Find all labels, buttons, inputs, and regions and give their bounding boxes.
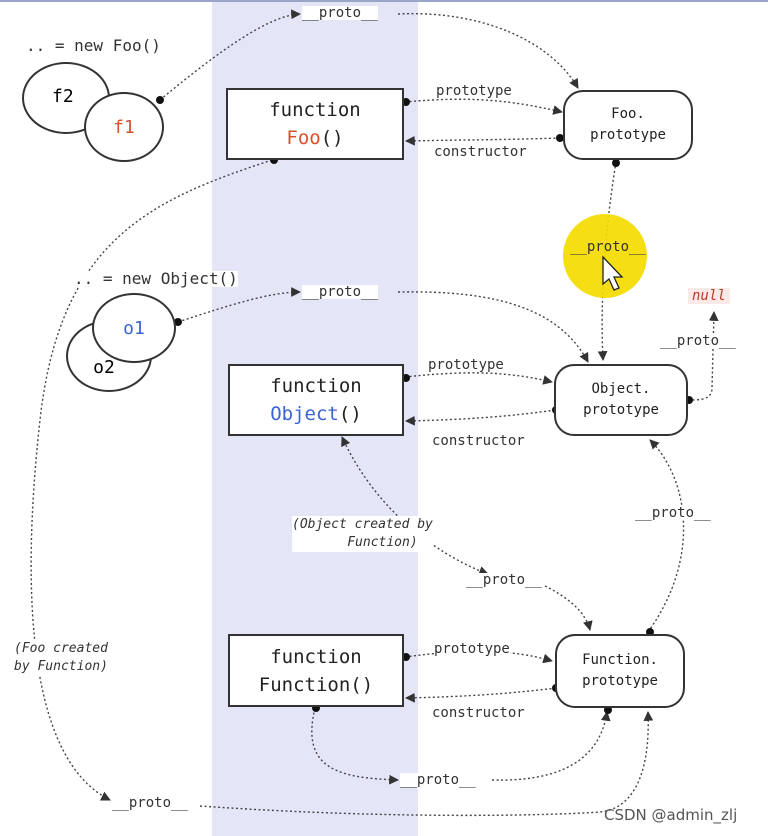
function-foo-box: function Foo()	[226, 88, 404, 160]
constructor-label: constructor	[434, 144, 527, 160]
function-keyword: function	[270, 375, 362, 397]
foo-prototype-proto-arrow	[597, 161, 617, 361]
prototype-line1: Foo.	[611, 106, 645, 122]
function-prototype-box: Function. prototype	[555, 634, 685, 708]
proto-label: __proto__	[400, 772, 476, 788]
function-keyword: function	[270, 645, 362, 668]
new-object-label: .. = new Object()	[74, 269, 238, 288]
dot	[402, 374, 410, 382]
function-proto-proto-arrow	[647, 439, 685, 633]
f1-proto-link-a	[159, 9, 301, 101]
foo-prototype-box: Foo. prototype	[563, 90, 693, 160]
function-constructor-arrow	[405, 687, 557, 703]
function-name: Object()	[270, 400, 362, 428]
object-proto-null-arrow	[687, 311, 719, 401]
dot	[612, 159, 620, 167]
object-created-link	[341, 436, 489, 576]
constructor-label: constructor	[432, 705, 525, 721]
note-line: (Object created by	[292, 517, 433, 532]
object-created-by-function-note: (Object created by Function)	[292, 516, 433, 552]
proto-label: __proto__	[635, 505, 711, 521]
constructor-label: constructor	[432, 433, 525, 449]
new-foo-label: .. = new Foo()	[26, 36, 161, 55]
cursor-highlight	[563, 214, 647, 298]
foo-created-link-b	[199, 711, 654, 817]
mouse-pointer-icon	[602, 255, 624, 291]
note-line: (Foo created	[14, 641, 108, 656]
dot	[402, 98, 410, 106]
dot	[604, 706, 612, 714]
function-self-link-a	[311, 707, 399, 785]
object-ident: Object	[270, 403, 339, 425]
object-created-proto-arrow	[544, 585, 593, 631]
dot	[556, 134, 564, 142]
object-constructor-arrow	[405, 409, 556, 426]
foo-parens: ()	[320, 127, 344, 149]
f1-label: f1	[113, 116, 135, 138]
prototype-label: prototype	[428, 357, 504, 373]
function-name: Function()	[258, 673, 374, 696]
dot	[156, 96, 164, 104]
o1-proto-link-a	[177, 287, 301, 323]
foo-created-link-a	[30, 159, 273, 801]
o2-label: o2	[93, 357, 115, 378]
prototype-line2: prototype	[582, 673, 658, 689]
proto-label: __proto__	[302, 5, 378, 21]
function-keyword: function	[269, 99, 361, 121]
foo-prototype-arrow	[404, 98, 563, 115]
prototype-line2: prototype	[590, 127, 666, 143]
proto-label: __proto__	[660, 333, 736, 349]
dot	[402, 653, 410, 661]
o1-circle: o1	[92, 293, 176, 363]
note-line: by Function)	[14, 659, 108, 674]
foo-constructor-arrow	[405, 135, 561, 146]
foo-ident: Foo	[286, 127, 321, 149]
f1-circle: f1	[84, 92, 164, 162]
null-label: null	[688, 288, 730, 304]
proto-label: __proto__	[112, 795, 188, 811]
function-self-link-b	[491, 711, 611, 781]
f2-label: f2	[52, 86, 74, 107]
foo-created-by-function-note: (Foo created by Function)	[14, 640, 108, 676]
dot	[174, 318, 182, 326]
o1-proto-link-b	[397, 291, 589, 363]
function-object-box: function Object()	[228, 364, 404, 436]
note-line: Function)	[347, 535, 418, 550]
proto-label: __proto__	[466, 572, 542, 588]
prototype-label: prototype	[434, 641, 510, 657]
function-name: Foo()	[286, 124, 343, 152]
watermark: CSDN @admin_zlj	[604, 806, 738, 824]
o1-label: o1	[123, 317, 145, 339]
prototype-line2: prototype	[583, 402, 659, 418]
function-function-box: function Function()	[228, 634, 404, 707]
f1-proto-link-b	[397, 12, 579, 89]
proto-label: __proto__	[302, 284, 378, 300]
object-parens: ()	[338, 403, 362, 425]
prototype-line1: Object.	[591, 381, 651, 397]
prototype-line1: Function.	[582, 652, 658, 668]
proto-label: __proto__	[570, 239, 646, 255]
object-prototype-box: Object. prototype	[554, 364, 688, 436]
object-prototype-arrow	[404, 372, 553, 385]
prototype-label: prototype	[436, 83, 512, 99]
